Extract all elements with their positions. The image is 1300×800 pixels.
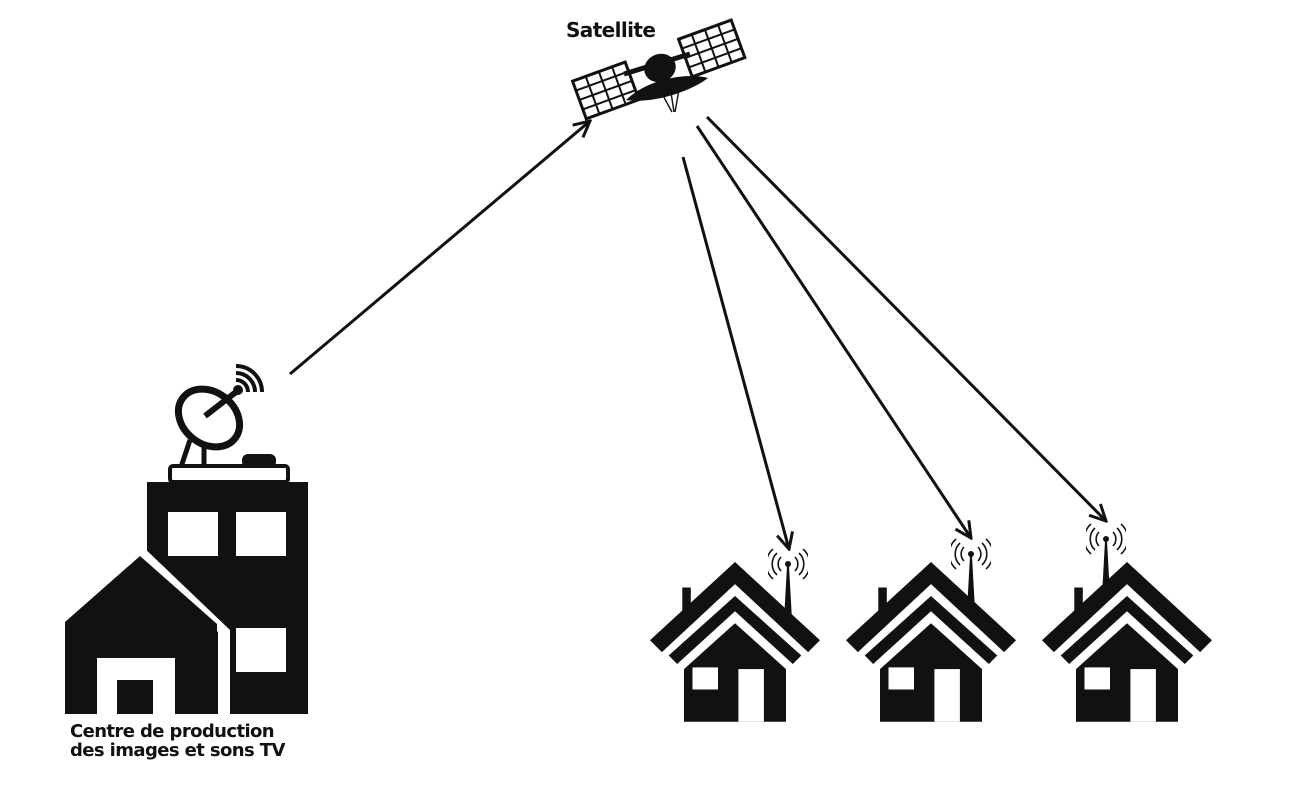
house-icon <box>846 538 1016 722</box>
satellite-label: Satellite <box>566 18 656 42</box>
satellite-icon <box>571 18 747 121</box>
house-icon <box>1042 523 1212 722</box>
satellite-dish-icon <box>174 364 264 471</box>
uplink-arrow <box>289 121 590 376</box>
production-centre-label: Centre de production des images et sons … <box>70 722 285 760</box>
downlink-arrow-1 <box>681 156 789 549</box>
production-centre-label-line1: Centre de production <box>70 721 275 742</box>
production-centre-icon <box>63 364 308 715</box>
production-centre-label-line2: des images et sons TV <box>70 740 285 761</box>
house-icon <box>650 548 820 722</box>
downlink-arrow-3 <box>705 115 1106 521</box>
downlink-arrow-2 <box>695 125 971 538</box>
